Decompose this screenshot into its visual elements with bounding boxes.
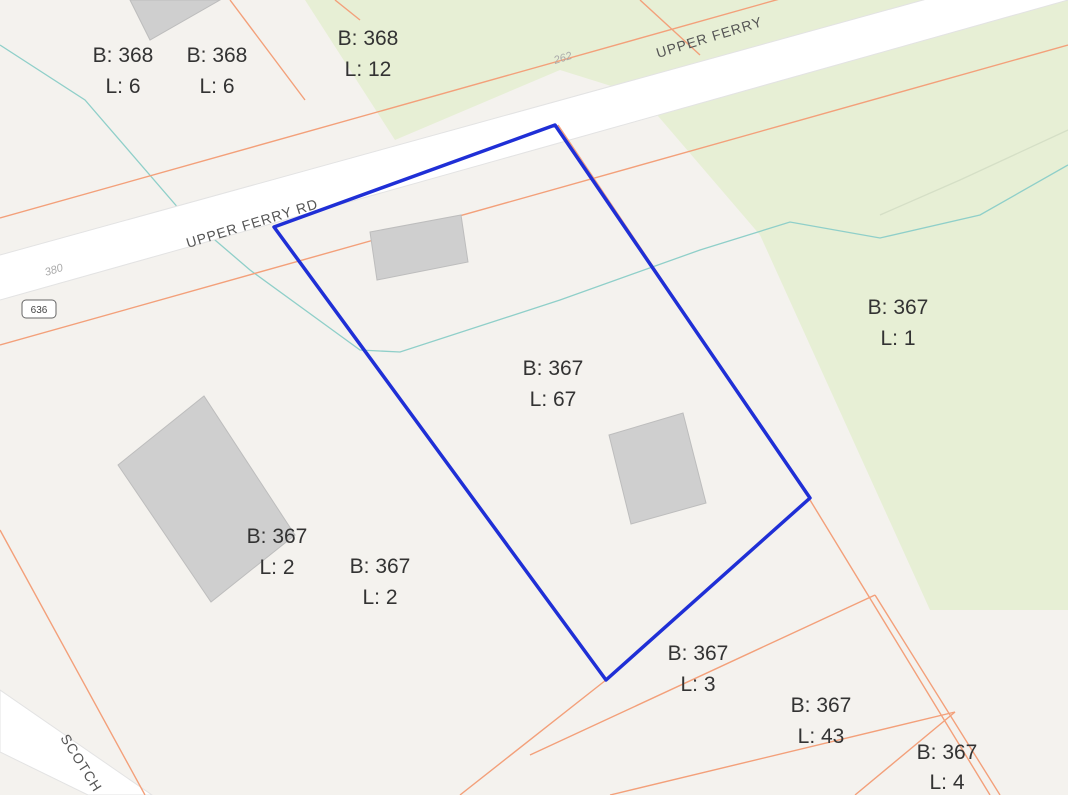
parcel-label-b367-l3[interactable]: B: 367 L: 3	[668, 642, 729, 696]
buildings	[117, 0, 707, 603]
address-number: 380	[43, 262, 65, 279]
parcel-label-b367-l2-a[interactable]: B: 367 L: 2	[247, 525, 308, 579]
parcel-label-b367-l1[interactable]: B: 367 L: 1	[868, 296, 929, 350]
address-number: 262	[551, 50, 573, 67]
parcel-lot: L: 2	[259, 556, 294, 579]
road-edge	[0, 0, 926, 256]
building	[129, 0, 222, 41]
parcel-lot: L: 43	[798, 725, 845, 748]
parcel-label-b367-l43[interactable]: B: 367 L: 43	[791, 694, 852, 748]
parcel-lot: L: 6	[105, 75, 140, 98]
parcel-label-b367-l2-b[interactable]: B: 367 L: 2	[350, 555, 411, 609]
parcel-block: B: 368	[187, 44, 248, 67]
building	[117, 395, 296, 603]
route-shield-icon	[21, 299, 57, 319]
parcel-block: B: 367	[668, 642, 729, 665]
parcel-block: B: 367	[523, 357, 584, 380]
building	[369, 214, 469, 281]
parcel-block: B: 368	[338, 27, 399, 50]
park-trail	[879, 129, 1068, 216]
parcel-label-b368-l6-a[interactable]: B: 368 L: 6	[93, 44, 154, 98]
parcel-label-b367-l67[interactable]: B: 367 L: 67	[523, 357, 584, 411]
parcel-lot: L: 4	[929, 771, 964, 794]
building	[608, 412, 707, 525]
scotch-road	[0, 689, 153, 795]
parcel-label-b368-l12[interactable]: B: 368 L: 12	[338, 27, 399, 81]
parcel-lot: L: 12	[345, 58, 392, 81]
parcel-block: B: 368	[93, 44, 154, 67]
parcel-label-b368-l6-b[interactable]: B: 368 L: 6	[187, 44, 248, 98]
parcel-lot: L: 2	[362, 586, 397, 609]
parcel-lot: L: 1	[880, 327, 915, 350]
parcel-block: B: 367	[350, 555, 411, 578]
parcel-block: B: 367	[791, 694, 852, 717]
parcel-lot: L: 3	[680, 673, 715, 696]
parcel-label-b367-l4[interactable]: B: 367 L: 4	[917, 741, 978, 794]
parcel-block: B: 367	[247, 525, 308, 548]
selected-parcel-outline[interactable]	[272, 123, 812, 682]
park-area	[305, 0, 1068, 610]
parcel-lot: L: 67	[530, 388, 577, 411]
route-shield-label: 636	[31, 305, 48, 316]
parcel-lot: L: 6	[199, 75, 234, 98]
stream-line	[0, 44, 1068, 353]
parcel-block: B: 367	[868, 296, 929, 319]
parcel-block: B: 367	[917, 741, 978, 764]
road-edge	[0, 0, 1068, 301]
